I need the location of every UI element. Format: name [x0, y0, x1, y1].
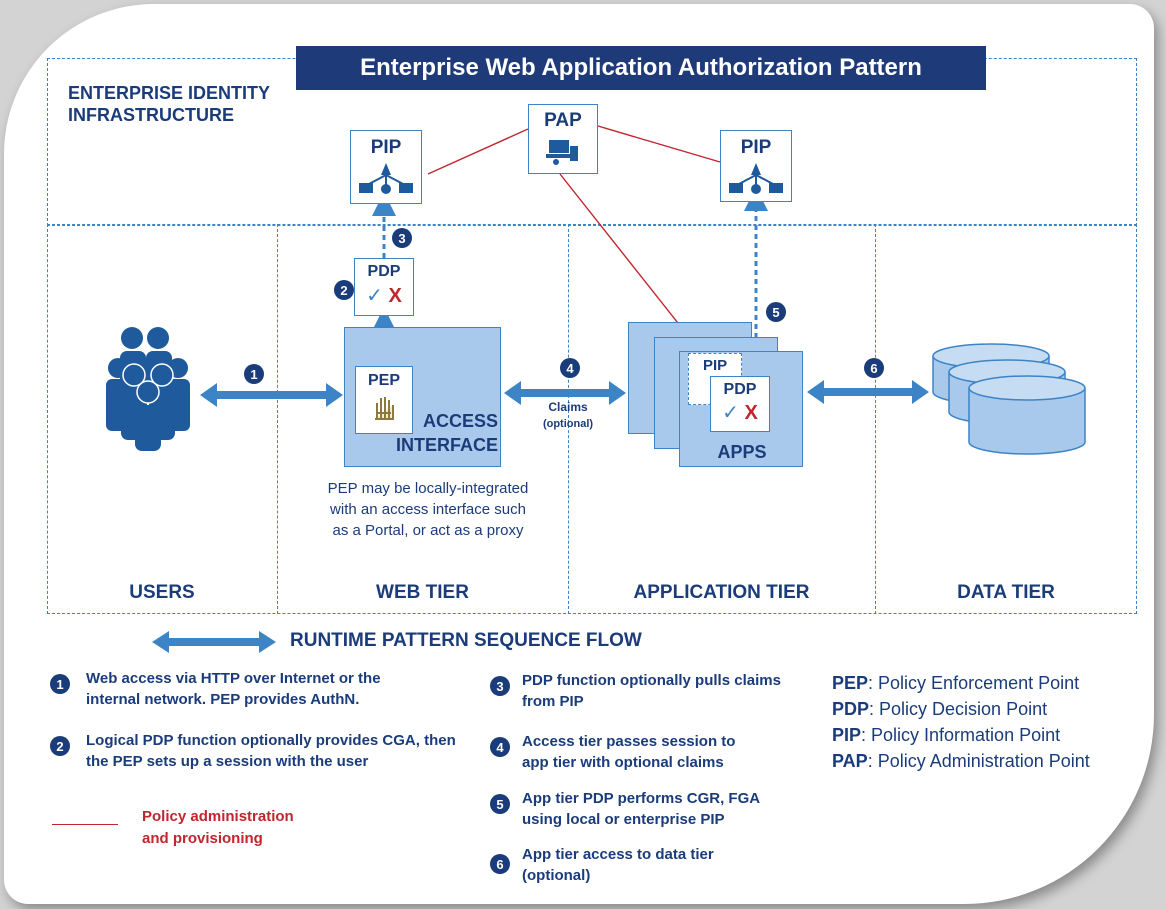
key-pdp-abbr: PDP — [832, 699, 870, 719]
check-icon: ✓ — [366, 285, 383, 307]
key-pip: PIP: Policy Information Point — [832, 722, 1152, 748]
flow-6-arrow — [807, 380, 929, 404]
apps-pdp-node[interactable]: PDP ✓ X — [710, 376, 770, 432]
key-pep-abbr: PEP — [832, 673, 869, 693]
apps-pdp-label: PDP — [723, 381, 757, 398]
step-3-badge: 3 — [392, 228, 412, 248]
legend-6-badge: 6 — [490, 854, 510, 874]
policy-admin-line-sample — [52, 824, 118, 825]
key-pip-abbr: PIP — [832, 725, 862, 745]
legend-1-text: Web access via HTTP over Internet or the… — [86, 670, 381, 708]
diagram-card: Enterprise Web Application Authorization… — [4, 4, 1154, 904]
access-interface-label: ACCESS INTERFACE — [395, 411, 498, 455]
divider-users-web — [277, 224, 278, 614]
pdp-web-label: PDP — [367, 263, 401, 280]
claims-label: Claims — [548, 400, 588, 414]
legend-6-text: App tier access to data tier (optional) — [522, 846, 714, 884]
cross-icon: X — [388, 285, 402, 307]
flow-1-arrow — [200, 383, 343, 407]
pep-integration-note: PEP may be locally-integrated with an ac… — [327, 480, 529, 539]
pip-right-node[interactable]: PIP — [720, 130, 792, 202]
apps-label: APPS — [717, 442, 767, 462]
runtime-flow-label: RUNTIME PATTERN SEQUENCE FLOW — [290, 630, 642, 651]
diagram-title: Enterprise Web Application Authorization… — [296, 46, 986, 90]
policy-admin-label: Policy administration and provisioning — [142, 808, 294, 847]
key-pdp: PDP: Policy Decision Point — [832, 696, 1152, 722]
step-4-badge: 4 — [560, 358, 580, 378]
step-2-badge: 2 — [334, 280, 354, 300]
legend-2-badge: 2 — [50, 736, 70, 756]
key-pap: PAP: Policy Administration Point — [832, 748, 1152, 774]
hierarchy-icon — [729, 163, 783, 194]
connections — [152, 125, 929, 653]
legend-2-text: Logical PDP function optionally provides… — [86, 732, 456, 770]
check-icon: ✓ — [722, 402, 739, 424]
tier-label-application: APPLICATION TIER — [633, 582, 810, 603]
tier-label-data: DATA TIER — [957, 582, 1055, 603]
admin-console-icon — [546, 140, 578, 165]
divider-web-app — [568, 224, 569, 614]
acronym-key: PEP: Policy Enforcement Point PDP: Polic… — [832, 670, 1152, 774]
key-pep-text: : Policy Enforcement Point — [868, 673, 1080, 693]
runtime-flow-legend-arrow — [152, 631, 276, 653]
legend-3-badge: 3 — [490, 676, 510, 696]
pip-right-label: PIP — [740, 137, 772, 158]
legend-4-text: Access tier passes session to app tier w… — [522, 733, 736, 771]
legend-3-text: PDP function optionally pulls claims fro… — [522, 672, 781, 710]
pip-left-label: PIP — [370, 137, 402, 158]
pep-label: PEP — [367, 372, 400, 389]
pdp-web-decision: ✓ X — [355, 283, 413, 308]
key-pap-text: : Policy Administration Point — [867, 751, 1090, 771]
tier-label-web: WEB TIER — [376, 582, 469, 603]
tiers-frame — [47, 224, 1137, 614]
pdp-web-node[interactable]: PDP ✓ X — [354, 258, 414, 316]
legend-5-badge: 5 — [490, 794, 510, 814]
key-pip-text: : Policy Information Point — [861, 725, 1061, 745]
pap-label: PAP — [544, 110, 582, 131]
identity-infrastructure-label: ENTERPRISE IDENTITY INFRASTRUCTURE — [68, 83, 270, 125]
key-pap-abbr: PAP — [832, 751, 868, 771]
pep-node[interactable]: PEP — [355, 366, 413, 434]
pap-pip-right-line — [597, 125, 721, 163]
legend-1-badge: 1 — [50, 674, 70, 694]
legend-5-text: App tier PDP performs CGR, FGA using loc… — [522, 790, 760, 828]
step-6-badge: 6 — [864, 358, 884, 378]
database-icon — [932, 343, 1086, 455]
hierarchy-icon — [359, 163, 413, 194]
apps-pdp-decision: ✓ X — [711, 400, 769, 425]
apps-pip-label: PIP — [703, 357, 728, 374]
step-1-badge: 1 — [244, 364, 264, 384]
users-group-icon — [106, 327, 190, 451]
pip-left-node[interactable]: PIP — [350, 130, 422, 204]
key-pdp-text: : Policy Decision Point — [869, 699, 1048, 719]
hand-icon — [375, 397, 394, 420]
pap-node[interactable]: PAP — [528, 104, 598, 174]
pap-pip-left-line — [427, 128, 529, 175]
access-interface-box[interactable]: PEP ACCESS INTERFACE — [344, 327, 501, 467]
divider-app-data — [875, 224, 876, 614]
step-5-badge: 5 — [766, 302, 786, 322]
cross-icon: X — [744, 402, 758, 424]
flow-4-arrow — [504, 381, 626, 405]
claims-optional-label: (optional) — [542, 418, 594, 430]
tier-label-users: USERS — [129, 582, 195, 603]
legend-4-badge: 4 — [490, 737, 510, 757]
key-pep: PEP: Policy Enforcement Point — [832, 670, 1152, 696]
